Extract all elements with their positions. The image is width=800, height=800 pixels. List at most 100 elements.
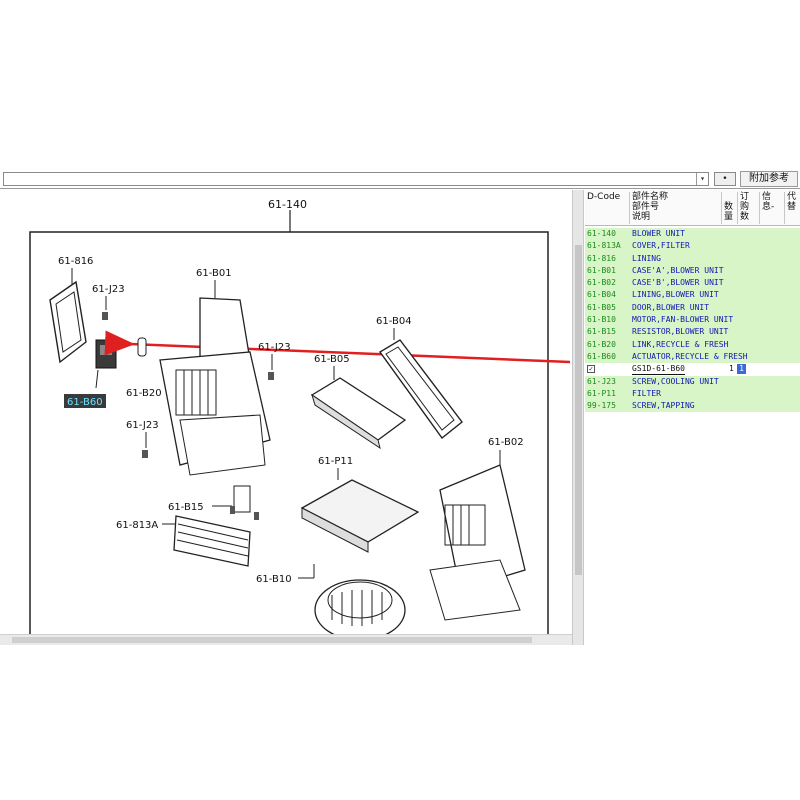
callout-61-140[interactable]: 61-140 — [268, 198, 307, 211]
highlighted-callout-box — [64, 394, 106, 408]
row-name: DOOR,BLOWER UNIT — [632, 302, 710, 312]
diagram-horizontal-scrollbar[interactable] — [0, 634, 572, 645]
row-code: 61-J23 — [587, 376, 616, 386]
column-part-name[interactable]: 部件名称 部件号 说明 — [629, 192, 721, 224]
header-line: 订 — [740, 192, 750, 202]
row-code: 61-140 — [587, 229, 616, 238]
actuator-part — [95, 339, 117, 389]
door-part — [310, 377, 407, 450]
exploded-diagram: 61-140 61-816 61-J23 61-B60 61-B01 — [0, 190, 571, 645]
row-name: SCREW,COOLING UNIT — [632, 376, 719, 386]
column-dcode[interactable]: D-Code — [587, 192, 621, 202]
order-quantity-input[interactable]: 1 — [737, 364, 746, 375]
diagram-frame — [29, 231, 549, 635]
blower-lining-part — [378, 339, 463, 440]
row-name: COVER,FILTER — [632, 241, 690, 251]
screw-part — [102, 312, 108, 320]
row-checkbox[interactable]: ✓ — [587, 365, 595, 374]
callout-61-B60[interactable]: 61-B60 — [67, 397, 103, 408]
callout-61-813A[interactable]: 61-813A — [116, 520, 158, 531]
scrollbar-thumb[interactable] — [575, 245, 582, 575]
header-line: 购 — [740, 202, 750, 212]
callout-61-B10[interactable]: 61-B10 — [256, 574, 292, 585]
callout-61-P11[interactable]: 61-P11 — [318, 456, 353, 467]
link-part — [137, 337, 147, 357]
header-line: 说明 — [632, 212, 651, 222]
row-code: 99-175 — [587, 401, 616, 411]
part-search-combo[interactable]: ▾ — [3, 172, 709, 186]
part-detail-row[interactable]: ✓ GS1D-61-B60 1 1 — [585, 363, 800, 376]
row-name: ACTUATOR,RECYCLE & FRESH — [632, 351, 748, 361]
filter-part — [300, 479, 420, 553]
callout-61-B04[interactable]: 61-B04 — [376, 316, 412, 327]
row-code: 61-B20 — [587, 339, 616, 349]
part-quantity: 1 — [729, 364, 734, 374]
row-code: 61-B05 — [587, 302, 616, 312]
scrollbar-thumb[interactable] — [12, 637, 532, 643]
lining-part — [49, 280, 87, 364]
row-name: MOTOR,FAN-BLOWER UNIT — [632, 315, 734, 325]
row-code: 61-816 — [587, 253, 616, 263]
column-quantity[interactable]: 数量 — [721, 192, 737, 224]
toolbar: ▾ • 附加参考 — [0, 170, 800, 188]
callout-61-J23-c[interactable]: 61-J23 — [126, 420, 159, 431]
case-b-part — [429, 464, 526, 621]
table-row[interactable]: 99-175 SCREW,TAPPING — [585, 400, 800, 413]
screw-part — [142, 450, 148, 458]
table-row[interactable]: 61-J23 SCREW,COOLING UNIT — [585, 375, 800, 388]
row-name: SCREW,TAPPING — [632, 401, 695, 411]
table-row[interactable]: 61-B20 LINK,RECYCLE & FRESH — [585, 338, 800, 351]
blower-motor-part — [314, 579, 406, 635]
row-code: 61-B60 — [587, 351, 616, 361]
header-line: 息 — [762, 202, 772, 212]
toolbar-divider — [0, 188, 800, 189]
callout-61-B02[interactable]: 61-B02 — [488, 437, 524, 448]
callout-61-J23-b[interactable]: 61-J23 — [258, 342, 291, 353]
callout-61-B05[interactable]: 61-B05 — [314, 354, 350, 365]
table-row[interactable]: 61-813A COVER,FILTER — [585, 240, 800, 253]
callout-61-B20[interactable]: 61-B20 — [126, 388, 162, 399]
column-order-qty[interactable]: 订 购 数 — [737, 192, 759, 224]
header-line: - — [771, 202, 775, 212]
filter-cover-part — [173, 515, 251, 567]
case-a-part — [159, 297, 271, 476]
header-line: 部件名称 — [632, 192, 669, 202]
row-name: FILTER — [632, 388, 661, 398]
table-row-selected[interactable]: 61-B60 ACTUATOR,RECYCLE & FRESH — [585, 350, 800, 364]
table-row[interactable]: 61-B05 DOOR,BLOWER UNIT — [585, 301, 800, 315]
row-name: LINING — [632, 253, 661, 263]
row-name: CASE'B',BLOWER UNIT — [632, 278, 724, 288]
row-name: LINK,RECYCLE & FRESH — [632, 339, 729, 349]
parts-table: D-Code 部件名称 部件号 说明 数量 订 购 数 信 息- 代 替 61-… — [585, 190, 800, 430]
callout-61-B01[interactable]: 61-B01 — [196, 268, 232, 279]
header-line: 数量 — [724, 202, 734, 222]
diagram-canvas: 61-140 61-816 61-J23 61-B60 61-B01 — [29, 198, 571, 635]
resistor-part — [230, 485, 259, 520]
header-line: 信 — [762, 192, 772, 202]
callout-61-J23-a[interactable]: 61-J23 — [92, 284, 125, 295]
additional-reference-button[interactable]: 附加参考 — [740, 171, 798, 187]
row-code: 61-B01 — [587, 265, 616, 275]
header-line: 代 — [787, 192, 797, 202]
header-line: 替 — [787, 202, 797, 212]
row-code: 61-813A — [587, 241, 621, 251]
column-info[interactable]: 信 息- — [759, 192, 784, 224]
header-line: 部件号 — [632, 202, 660, 212]
row-code: 61-B04 — [587, 290, 616, 300]
pane-vertical-scrollbar[interactable] — [572, 190, 584, 645]
callout-61-B15[interactable]: 61-B15 — [168, 502, 204, 513]
table-row[interactable]: 61-816 LINING — [585, 252, 800, 265]
column-substitute[interactable]: 代 替 — [784, 192, 800, 224]
nav-button[interactable]: • — [714, 172, 736, 186]
screw-part — [268, 372, 274, 380]
chevron-down-icon[interactable]: ▾ — [696, 173, 708, 185]
callout-61-816[interactable]: 61-816 — [58, 256, 93, 267]
